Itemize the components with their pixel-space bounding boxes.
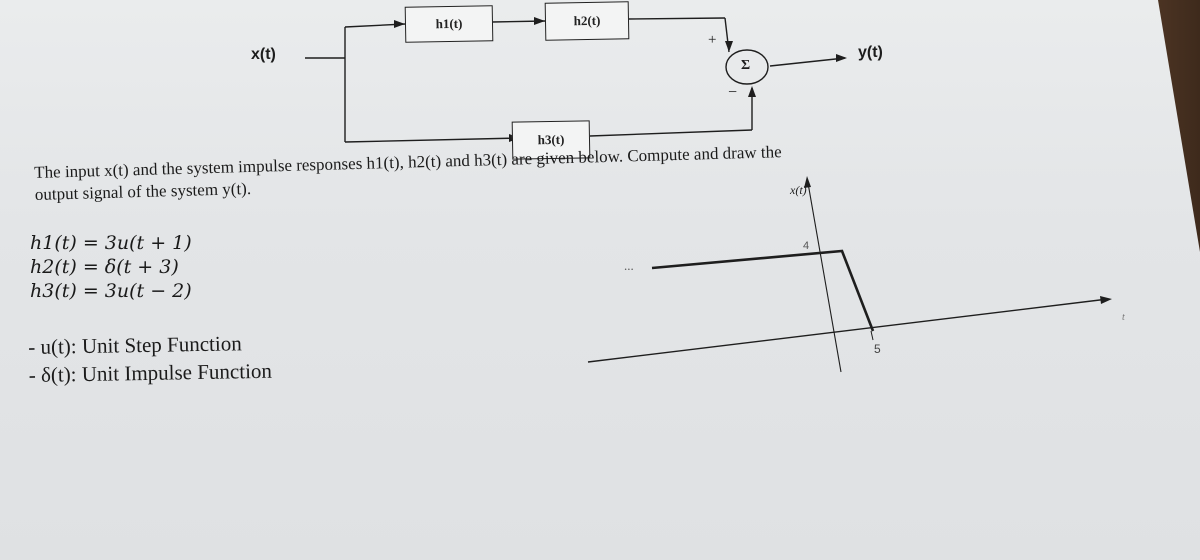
plot-x-axis: [587, 298, 1109, 363]
output-label: y(t): [858, 44, 883, 61]
equation-h2: h2(t) = δ(t + 3): [30, 256, 179, 278]
y-axis-arrow: [804, 176, 811, 188]
x-axis-arrow: [1100, 296, 1112, 304]
wire-to-h3: [344, 137, 521, 143]
summing-junction: [725, 49, 769, 85]
wire-output: [769, 57, 846, 67]
sign-minus: −: [728, 84, 738, 101]
plot-level-label: 4: [803, 240, 810, 252]
sum-symbol: Σ: [741, 58, 751, 73]
arrow-into-sum-top: [725, 41, 733, 52]
equations: h1(t) = 3u(t + 1) h2(t) = δ(t + 3) h3(t)…: [30, 231, 192, 303]
arrow-into-h1: [394, 20, 405, 28]
tick-5-mark: [870, 330, 874, 341]
plot-tick-label: 5: [874, 342, 881, 356]
equation-h3: h3(t) = 3u(t − 2): [30, 280, 192, 302]
sign-plus: +: [708, 32, 717, 48]
arrow-into-h2: [534, 17, 545, 25]
wire-h2-sum: [627, 17, 726, 20]
signal-x-t: [651, 249, 875, 332]
plot-y-label: x(t): [790, 183, 807, 197]
plot-y-axis: [807, 182, 842, 373]
plot-ellipsis: ...: [624, 258, 634, 273]
plot-x-label: t: [1122, 312, 1125, 323]
equation-h1: h1(t) = 3u(t + 1): [30, 232, 192, 254]
arrow-output: [836, 54, 847, 62]
arrow-into-sum-bottom: [748, 86, 756, 97]
wire-h3-out: [589, 129, 753, 137]
input-label: x(t): [251, 46, 276, 63]
